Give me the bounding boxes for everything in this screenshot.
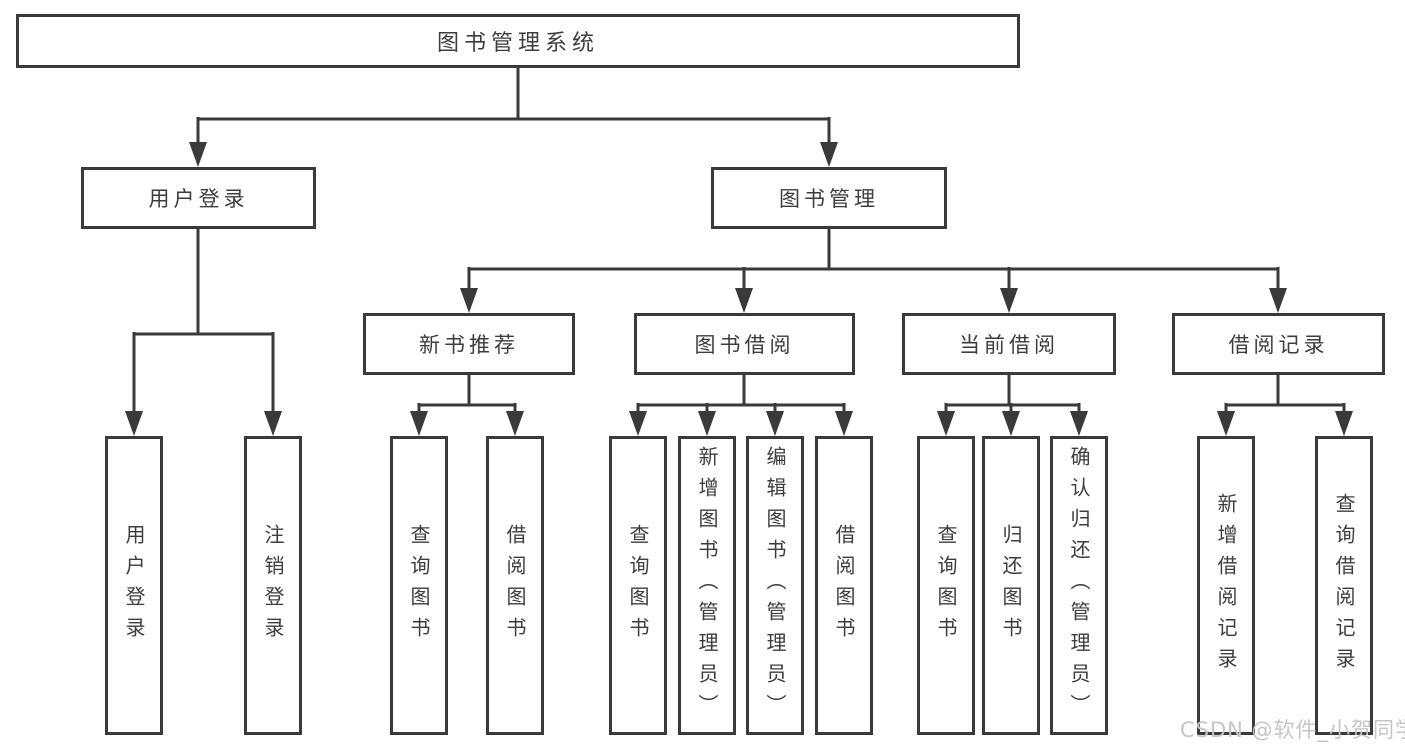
leaf-recommend-borrow-books: 借阅图书 [486, 436, 544, 735]
node-root: 图书管理系统 [16, 14, 1020, 68]
connector-manage-to-level3 [467, 229, 1280, 292]
node-borrow-records: 借阅记录 [1172, 313, 1385, 375]
leaf-borrow-books: 借阅图书 [815, 436, 873, 735]
leaf-edit-books-admin: 编辑图书（管理员） [746, 436, 804, 735]
node-new-book-recommend: 新书推荐 [363, 313, 575, 375]
arrow-down-icon [1269, 288, 1287, 313]
leaf-query-borrow-record-label: 查询借阅记录 [1332, 492, 1356, 679]
leaf-current-query-books: 查询图书 [917, 436, 975, 735]
arrow-down-icon [735, 288, 753, 313]
arrow-down-icon [1217, 411, 1235, 436]
node-new-book-recommend-label: 新书推荐 [419, 333, 519, 357]
leaf-recommend-borrow-books-label: 借阅图书 [503, 523, 527, 648]
node-book-management-label: 图书管理 [779, 187, 879, 211]
arrow-down-icon [1002, 411, 1020, 436]
arrowheads [125, 142, 1353, 436]
connector-root-to-level2 [196, 68, 831, 146]
leaf-add-books-admin: 新增图书（管理员） [678, 436, 736, 735]
connector-login-to-leaves [132, 229, 275, 415]
arrow-down-icon [1070, 411, 1088, 436]
node-book-borrow-label: 图书借阅 [694, 333, 795, 357]
leaf-current-query-books-label: 查询图书 [934, 523, 958, 648]
arrow-down-icon [820, 142, 838, 167]
leaf-confirm-return-admin: 确认归还（管理员） [1050, 436, 1108, 735]
leaf-add-borrow-record-label: 新增借阅记录 [1214, 492, 1238, 679]
node-book-management: 图书管理 [711, 167, 947, 229]
arrow-down-icon [264, 411, 282, 436]
node-borrow-records-label: 借阅记录 [1228, 333, 1329, 357]
arrow-down-icon [125, 411, 143, 436]
arrow-down-icon [1000, 288, 1018, 313]
arrow-down-icon [698, 411, 716, 436]
connector-current-to-leaves [944, 375, 1081, 415]
arrow-down-icon [937, 411, 955, 436]
arrow-down-icon [835, 411, 853, 436]
node-current-borrow: 当前借阅 [902, 313, 1116, 375]
leaf-return-books: 归还图书 [982, 436, 1040, 735]
connector-records-to-leaves [1224, 375, 1346, 415]
arrow-down-icon [189, 142, 207, 167]
leaf-add-books-admin-label: 新增图书（管理员） [695, 446, 719, 725]
leaf-borrow-books-label: 借阅图书 [832, 523, 856, 648]
arrow-down-icon [766, 411, 784, 436]
node-book-borrow: 图书借阅 [634, 313, 855, 375]
leaf-user-login: 用户登录 [105, 436, 163, 735]
node-user-login-label: 用户登录 [148, 187, 249, 211]
leaf-return-books-label: 归还图书 [999, 523, 1023, 648]
connector-recommend-to-leaves [417, 375, 517, 415]
leaf-user-login-label: 用户登录 [122, 523, 146, 648]
arrow-down-icon [1335, 411, 1353, 436]
node-user-login: 用户登录 [81, 167, 316, 229]
arrow-down-icon [506, 411, 524, 436]
leaf-confirm-return-admin-label: 确认归还（管理员） [1067, 446, 1091, 725]
leaf-recommend-query-books-label: 查询图书 [407, 523, 431, 648]
leaf-borrow-query-books: 查询图书 [609, 436, 667, 735]
leaf-logout-label: 注销登录 [261, 523, 285, 648]
node-current-borrow-label: 当前借阅 [959, 333, 1059, 357]
leaf-borrow-query-books-label: 查询图书 [626, 523, 650, 648]
connector-borrow-to-leaves [636, 375, 846, 415]
arrow-down-icon [460, 288, 478, 313]
leaf-query-borrow-record: 查询借阅记录 [1315, 436, 1373, 735]
csdn-watermark: CSDN @软件_小贺同学 [1180, 718, 1405, 742]
leaf-logout: 注销登录 [244, 436, 302, 735]
leaf-edit-books-admin-label: 编辑图书（管理员） [763, 446, 787, 725]
node-root-label: 图书管理系统 [436, 31, 599, 56]
arrow-down-icon [629, 411, 647, 436]
arrow-down-icon [410, 411, 428, 436]
leaf-add-borrow-record: 新增借阅记录 [1197, 436, 1255, 735]
leaf-recommend-query-books: 查询图书 [390, 436, 448, 735]
